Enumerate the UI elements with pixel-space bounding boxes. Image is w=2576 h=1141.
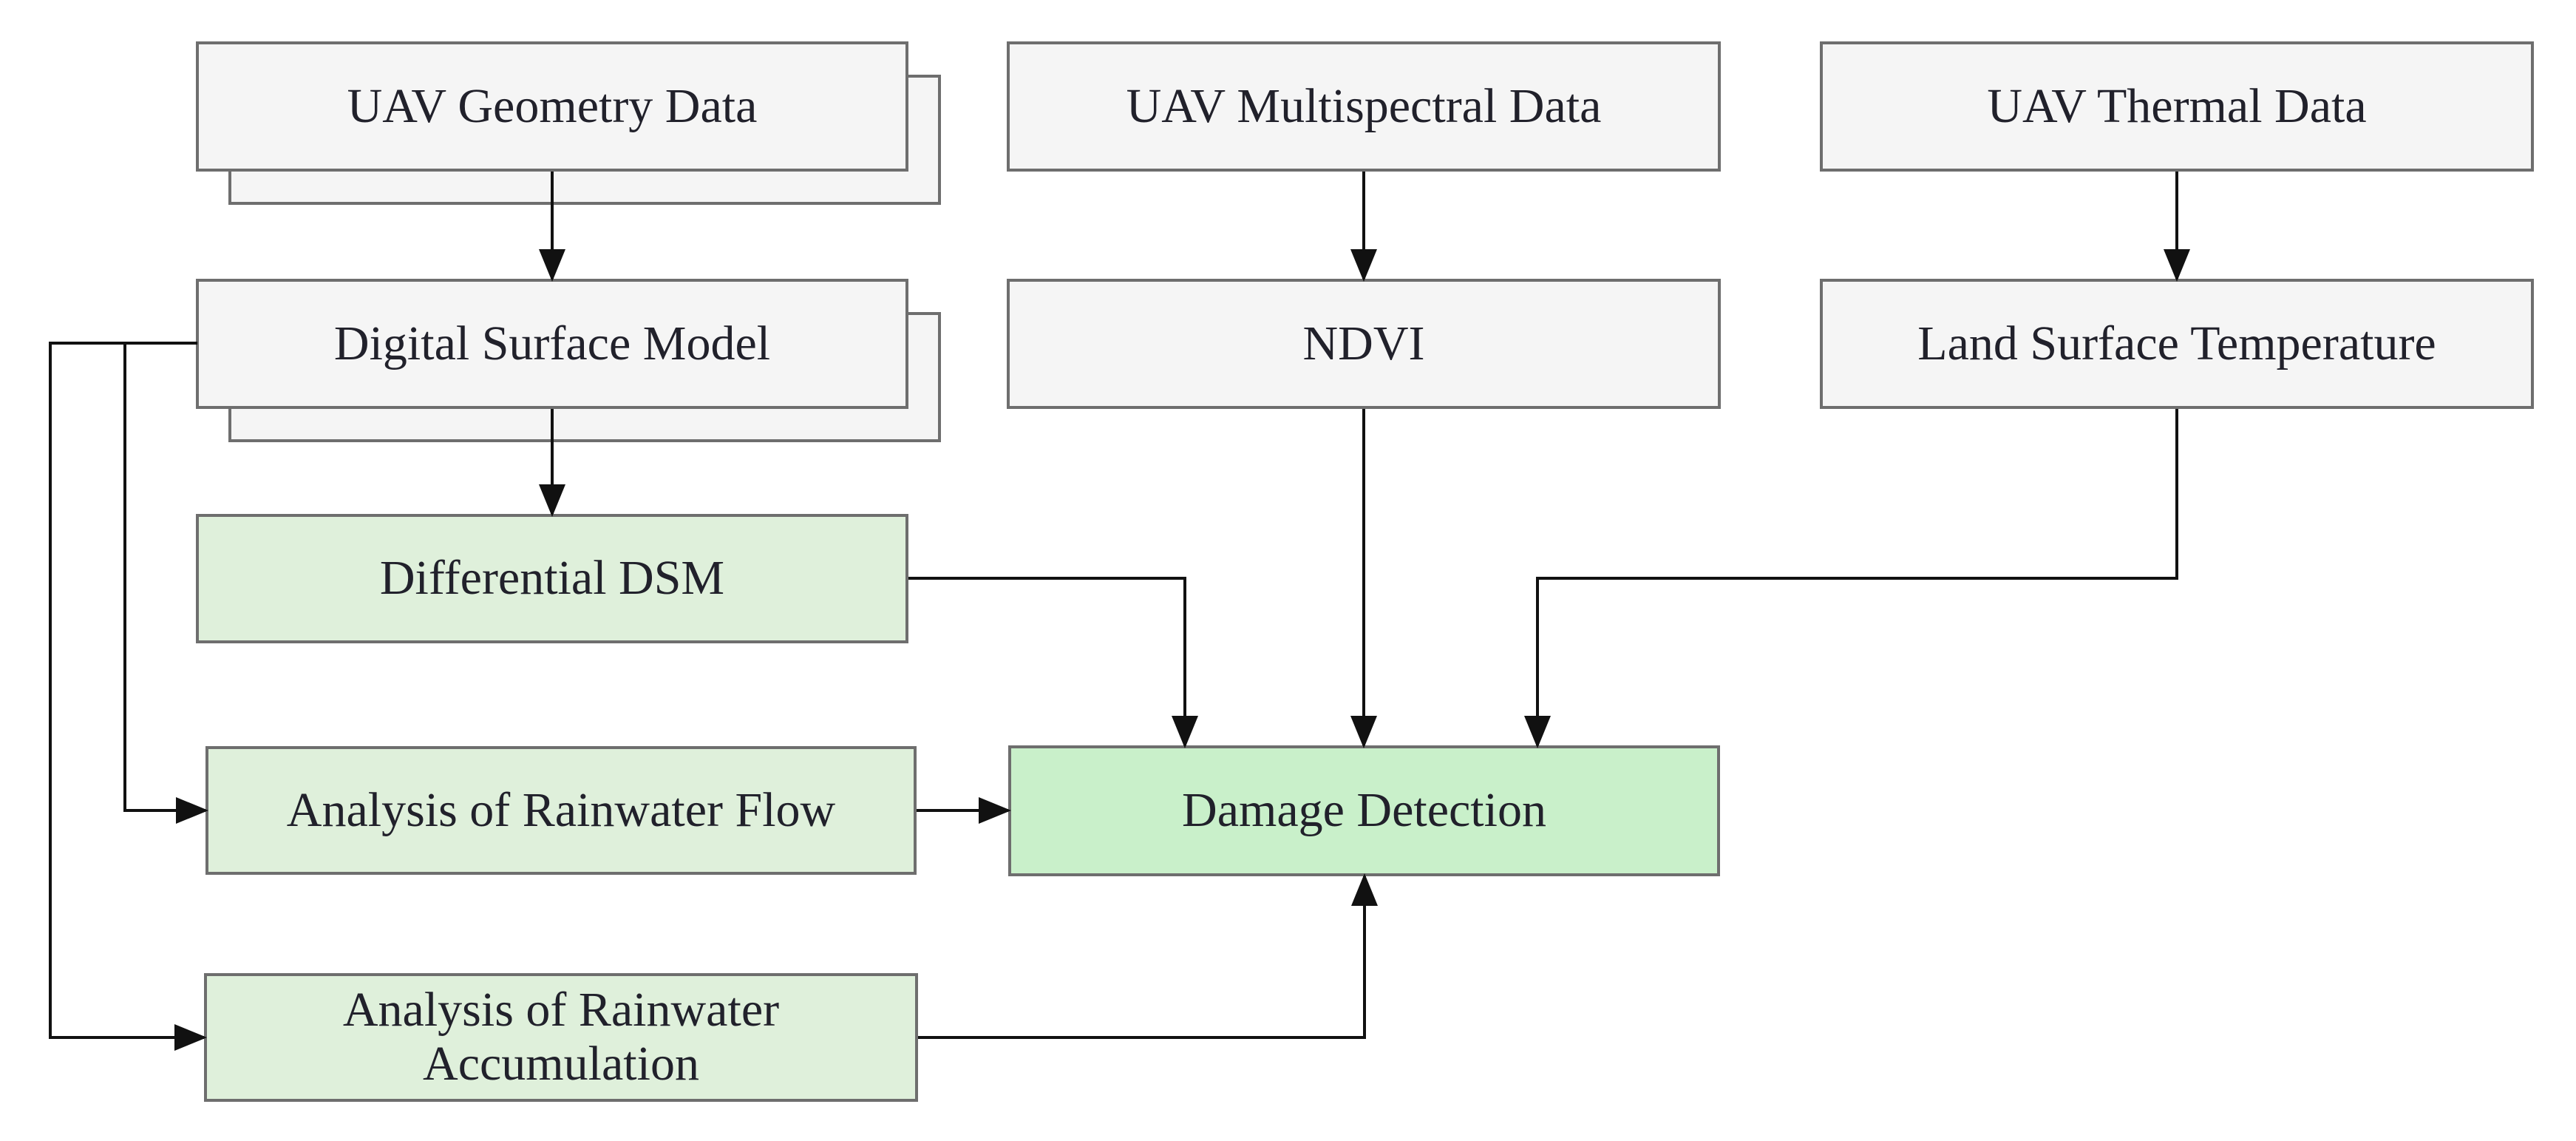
node-label: Analysis of Rainwater Accumulation bbox=[342, 983, 780, 1091]
node-label: Digital Surface Model bbox=[333, 316, 771, 370]
node-label: Analysis of Rainwater Flow bbox=[286, 782, 836, 837]
arrow-dsm-to-rainwater-accumulation bbox=[49, 342, 207, 1051]
node-uav-geometry-data: UAV Geometry Data bbox=[196, 41, 908, 172]
node-uav-multispectral-data: UAV Multispectral Data bbox=[1007, 41, 1721, 172]
arrow-differential-dsm-to-damage-detection bbox=[908, 577, 1198, 748]
node-damage-detection: Damage Detection bbox=[1008, 745, 1720, 876]
node-label: UAV Thermal Data bbox=[1987, 78, 2367, 133]
node-label: UAV Multispectral Data bbox=[1126, 78, 1602, 133]
arrow-rainwater-accumulation-to-damage-detection bbox=[918, 873, 1378, 1039]
node-analysis-of-rainwater-flow: Analysis of Rainwater Flow bbox=[205, 746, 917, 875]
node-analysis-of-rainwater-accumulation: Analysis of Rainwater Accumulation bbox=[204, 973, 918, 1102]
arrow-lst-to-damage-detection bbox=[1524, 409, 2178, 748]
node-differential-dsm: Differential DSM bbox=[196, 514, 908, 643]
node-ndvi: NDVI bbox=[1007, 279, 1721, 409]
arrow-dsm-to-rainwater-flow bbox=[123, 343, 208, 824]
node-label: Land Surface Temperature bbox=[1917, 316, 2436, 370]
node-label: NDVI bbox=[1302, 316, 1425, 370]
node-label: UAV Geometry Data bbox=[347, 78, 758, 133]
node-label: Damage Detection bbox=[1182, 783, 1546, 838]
node-uav-thermal-data: UAV Thermal Data bbox=[1820, 41, 2534, 172]
node-label: Differential DSM bbox=[379, 551, 725, 606]
node-land-surface-temperature: Land Surface Temperature bbox=[1820, 279, 2534, 409]
node-digital-surface-model: Digital Surface Model bbox=[196, 279, 908, 409]
